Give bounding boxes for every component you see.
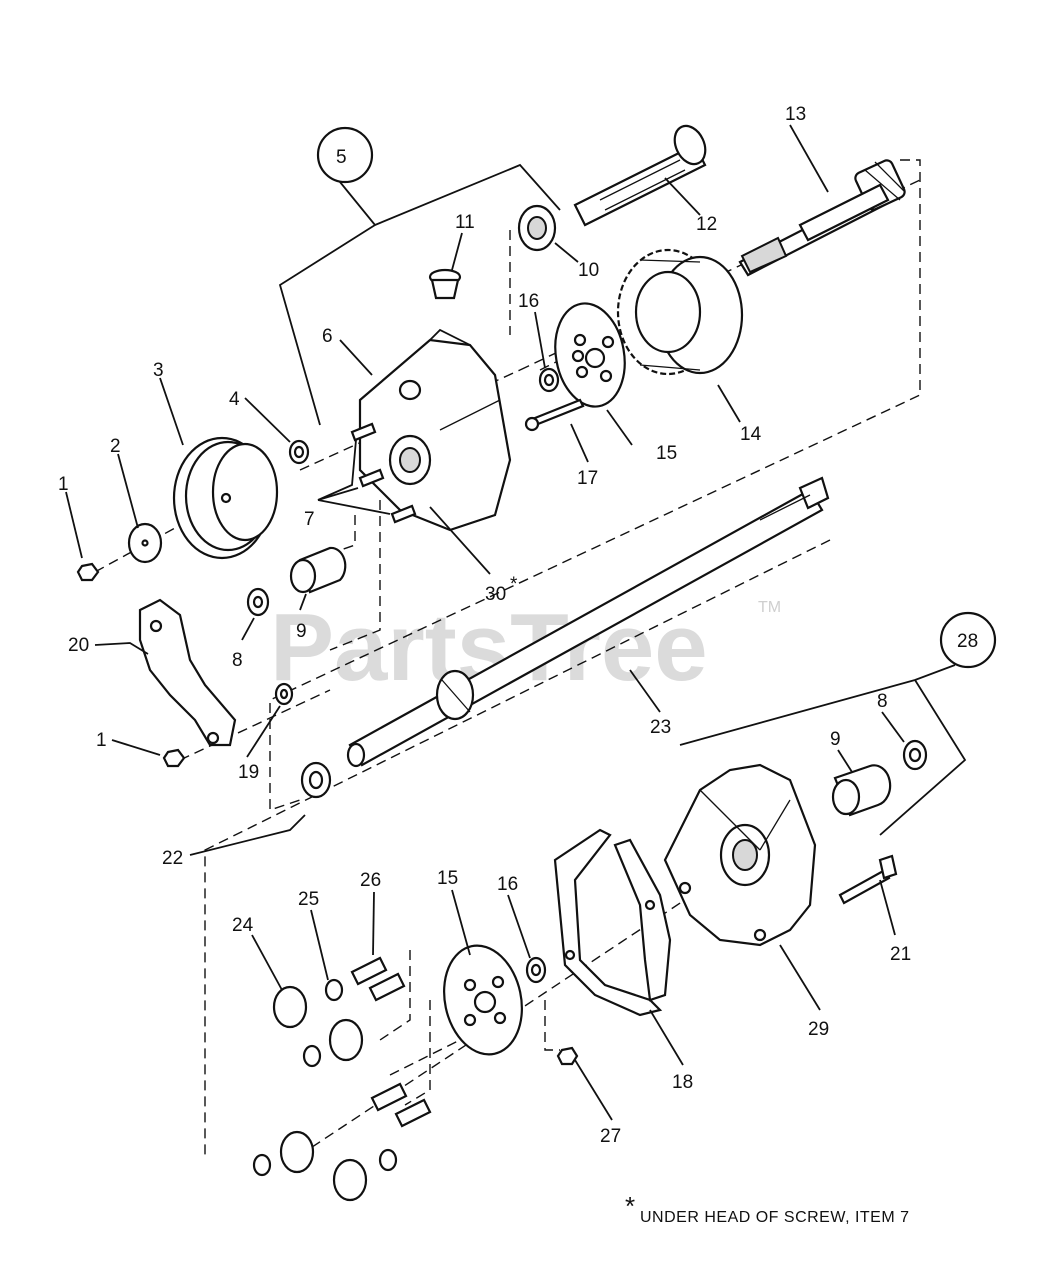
label-5: 5: [336, 147, 347, 168]
label-27: 27: [600, 1126, 621, 1147]
label-4: 4: [229, 389, 240, 410]
part-8-seal-lower: [902, 739, 928, 771]
label-29: 29: [808, 1019, 829, 1040]
part-1-nut-upper: [76, 562, 100, 582]
callout-labels: 5 28 13 12 10 11 6 16 15 14 17 4 3 2 1 7…: [58, 104, 978, 1147]
part-21-bolt: [838, 854, 898, 905]
footnote: * UNDER HEAD OF SCREW, ITEM 7: [625, 1191, 910, 1226]
label-19: 19: [238, 762, 259, 783]
label-22: 22: [162, 848, 183, 869]
part-24-planet-gears: [272, 985, 368, 1202]
label-2: 2: [110, 436, 121, 457]
label-3: 3: [153, 360, 164, 381]
part-20-bracket: [138, 598, 237, 747]
part-15-carrier-plate-lower: [443, 944, 523, 1056]
label-9-upper: 9: [296, 621, 307, 642]
part-17-screw: [524, 398, 585, 432]
label-8-lower: 8: [877, 691, 888, 712]
label-24: 24: [232, 915, 254, 936]
label-26: 26: [360, 870, 381, 891]
label-7: 7: [304, 509, 315, 530]
part-29-housing-right: [663, 763, 817, 947]
watermark-trademark: TM: [758, 599, 781, 616]
part-14-spur-gear: [616, 248, 744, 376]
label-21: 21: [890, 944, 911, 965]
label-16-lower: 16: [497, 874, 518, 895]
part-9-bushing-lower: [831, 764, 892, 817]
part-10-bearing: [517, 204, 557, 252]
label-17: 17: [577, 468, 598, 489]
label-25: 25: [298, 889, 319, 910]
label-15-lower: 15: [437, 868, 458, 889]
footnote-marker: *: [625, 1191, 635, 1221]
label-1-lower: 1: [96, 730, 107, 751]
part-16-washer-upper: [538, 367, 560, 393]
part-27-nut: [556, 1046, 579, 1066]
label-8-upper: 8: [232, 650, 243, 671]
label-11: 11: [455, 212, 475, 233]
part-9-bushing-upper: [289, 546, 347, 594]
assembly-callout-5: [278, 126, 561, 426]
label-1-upper: 1: [58, 474, 69, 495]
part-15-carrier-plate-upper: [554, 302, 626, 408]
part-3-pulley: [172, 436, 279, 560]
part-7-studs: [350, 422, 417, 524]
part-13-pinion-shaft: [738, 159, 906, 277]
part-1-nut-lower: [162, 748, 186, 768]
part-4-washer: [288, 439, 310, 465]
footnote-text: UNDER HEAD OF SCREW, ITEM 7: [640, 1209, 910, 1226]
part-26-pins: [350, 956, 432, 1128]
label-30-asterisk: *: [510, 574, 518, 595]
part-2-washer: [127, 522, 163, 564]
part-25-spacers: [252, 978, 398, 1177]
label-30: 30: [485, 584, 506, 605]
leader-lines: [65, 124, 905, 1121]
part-12-shaft-sleeve: [573, 124, 707, 227]
part-23-axle-shaft: [346, 476, 830, 768]
label-13: 13: [785, 104, 806, 125]
part-8-seal-upper: [246, 587, 270, 617]
label-15-upper: 15: [656, 443, 677, 464]
part-6-housing-left: [358, 328, 512, 532]
label-14: 14: [740, 424, 762, 445]
label-10: 10: [578, 260, 599, 281]
label-20: 20: [68, 635, 89, 656]
part-19-washer: [274, 682, 294, 706]
assembly-callout-28: [679, 611, 997, 836]
label-9-lower: 9: [830, 729, 841, 750]
part-18-gasket: [553, 828, 672, 1017]
label-18: 18: [672, 1072, 693, 1093]
label-6: 6: [322, 326, 333, 347]
label-28: 28: [957, 631, 978, 652]
label-12: 12: [696, 214, 717, 235]
part-16-washer-lower: [525, 956, 547, 984]
label-23: 23: [650, 717, 671, 738]
part-22-bushing: [300, 761, 332, 799]
label-16-upper: 16: [518, 291, 539, 312]
part-11-plug: [428, 268, 462, 300]
